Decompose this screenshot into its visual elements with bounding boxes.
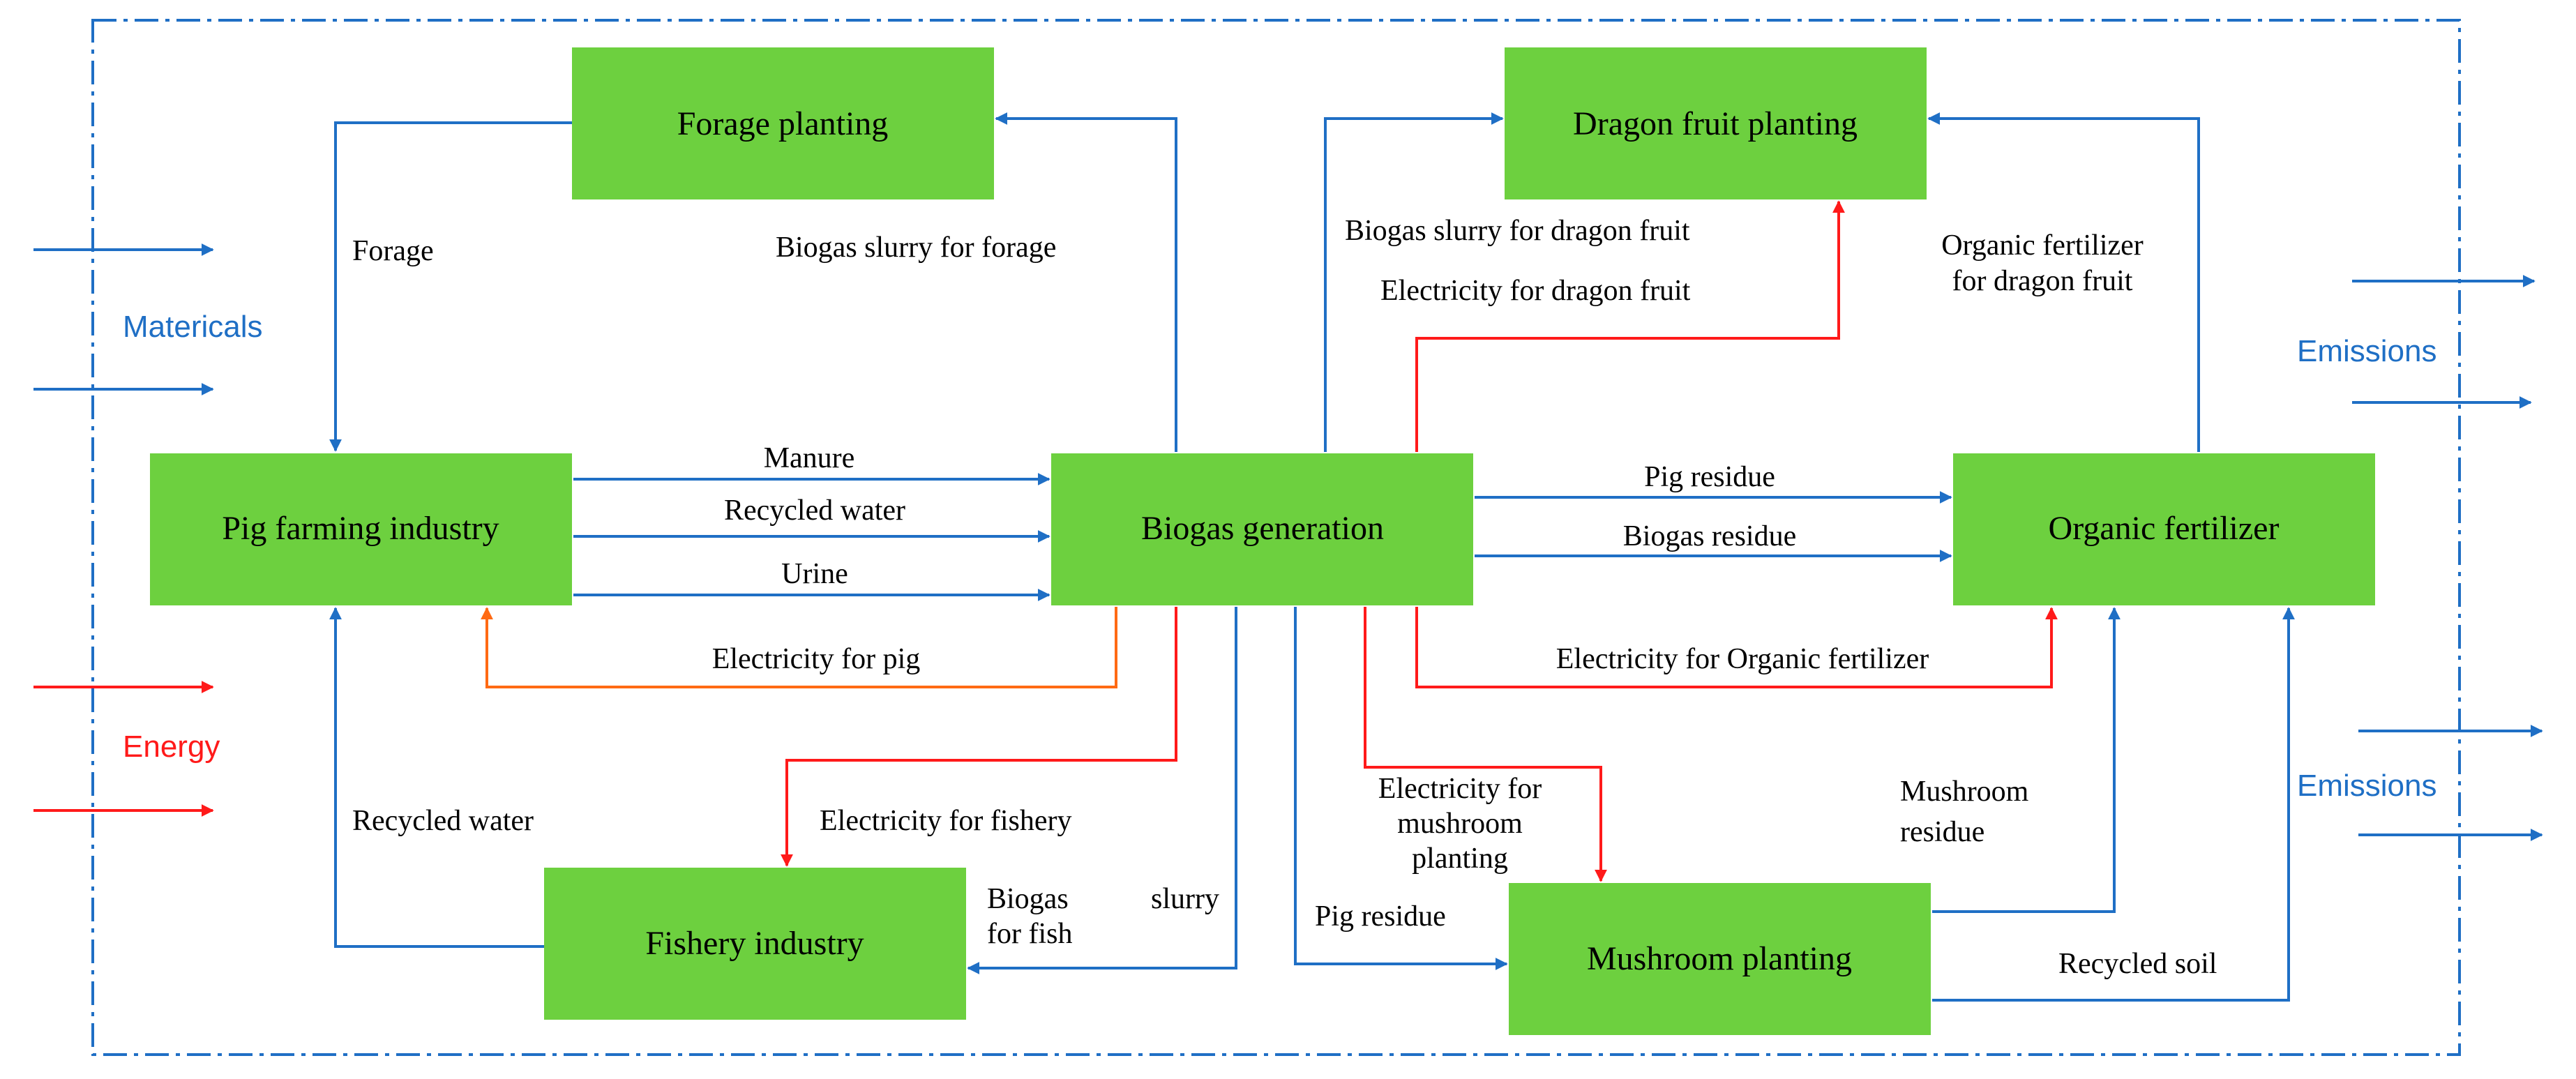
node-organic-fertilizer: Organic fertilizer	[1953, 453, 2375, 605]
node-label: Dragon fruit planting	[1573, 105, 1858, 142]
label-manure: Manure	[764, 442, 855, 474]
node-label: Pig farming industry	[222, 510, 499, 547]
node-label: Biogas generation	[1141, 510, 1384, 547]
label-recycled-water-left: Recycled water	[352, 805, 534, 837]
node-biogas-generation: Biogas generation	[1051, 453, 1473, 605]
flow-pig-residue-to-mushroom	[1294, 607, 1508, 970]
flow-mushroom-residue	[1932, 607, 2121, 913]
label-forage: Forage	[352, 235, 434, 267]
label-recycled-water-top: Recycled water	[724, 495, 905, 527]
label-emissions-top: Emissions	[2297, 334, 2437, 368]
label-energy: Energy	[123, 730, 220, 764]
label-slurry-fish-line1a: Biogas	[987, 883, 1069, 915]
label-elec-fishery: Electricity for fishery	[820, 805, 1072, 837]
label-organic-dragon-line1: Organic fertilizer	[1941, 229, 2144, 262]
label-mushroom-residue-line2: residue	[1900, 816, 1984, 848]
label-elec-mushroom-line3: planting	[1412, 843, 1508, 875]
flow-elec-to-fishery	[781, 607, 1177, 867]
node-label: Forage planting	[677, 105, 889, 142]
node-label: Mushroom planting	[1587, 940, 1852, 977]
flow-recycled-soil	[1932, 607, 2295, 1002]
flow-biogas-slurry-to-dragon	[1324, 112, 1504, 452]
label-elec-pig: Electricity for pig	[712, 643, 921, 675]
label-slurry-fish-line1b: slurry	[1151, 883, 1219, 915]
label-recycled-soil: Recycled soil	[2058, 948, 2217, 980]
flow-forage-to-pig	[329, 121, 572, 452]
node-fishery-industry: Fishery industry	[544, 868, 966, 1020]
label-pig-residue-top: Pig residue	[1644, 461, 1775, 493]
flow-elec-to-organic	[1415, 607, 2058, 688]
label-mushroom-residue-line1: Mushroom	[1900, 776, 2029, 808]
flow-organic-to-dragon	[1927, 112, 2200, 452]
label-pig-residue-bottom: Pig residue	[1315, 900, 1446, 933]
flow-biogas-slurry-to-fish	[967, 607, 1237, 974]
flow-elec-to-pig	[481, 607, 1117, 688]
node-dragon-fruit-planting: Dragon fruit planting	[1505, 47, 1927, 199]
node-label: Fishery industry	[645, 925, 864, 962]
node-mushroom-planting: Mushroom planting	[1509, 883, 1931, 1035]
label-elec-mushroom-line2: mushroom	[1397, 808, 1523, 840]
label-biogas-slurry-forage: Biogas slurry for forage	[776, 232, 1056, 264]
label-elec-dragon: Electricity for dragon fruit	[1380, 275, 1691, 307]
label-elec-organic: Electricity for Organic fertilizer	[1556, 643, 1929, 675]
label-organic-dragon-line2: for dragon fruit	[1952, 265, 2133, 297]
flow-recycled-water-to-pig	[329, 607, 544, 948]
label-biogas-slurry-dragon: Biogas slurry for dragon fruit	[1345, 215, 1690, 247]
label-biogas-residue: Biogas residue	[1623, 520, 1796, 552]
node-label: Organic fertilizer	[2049, 510, 2280, 547]
label-emissions-bottom: Emissions	[2297, 769, 2437, 803]
label-materials: Matericals	[123, 310, 263, 344]
flow-elec-to-mushroom	[1364, 607, 1607, 882]
system-boundary	[91, 19, 2461, 1056]
node-pig-farming-industry: Pig farming industry	[150, 453, 572, 605]
flow-elec-to-dragon	[1415, 200, 1845, 452]
label-urine: Urine	[781, 558, 848, 590]
node-forage-planting: Forage planting	[572, 47, 994, 199]
label-elec-mushroom-line1: Electricity for	[1378, 773, 1542, 805]
label-slurry-fish-line2: for fish	[987, 918, 1072, 950]
flow-biogas-slurry-to-forage	[995, 112, 1177, 452]
